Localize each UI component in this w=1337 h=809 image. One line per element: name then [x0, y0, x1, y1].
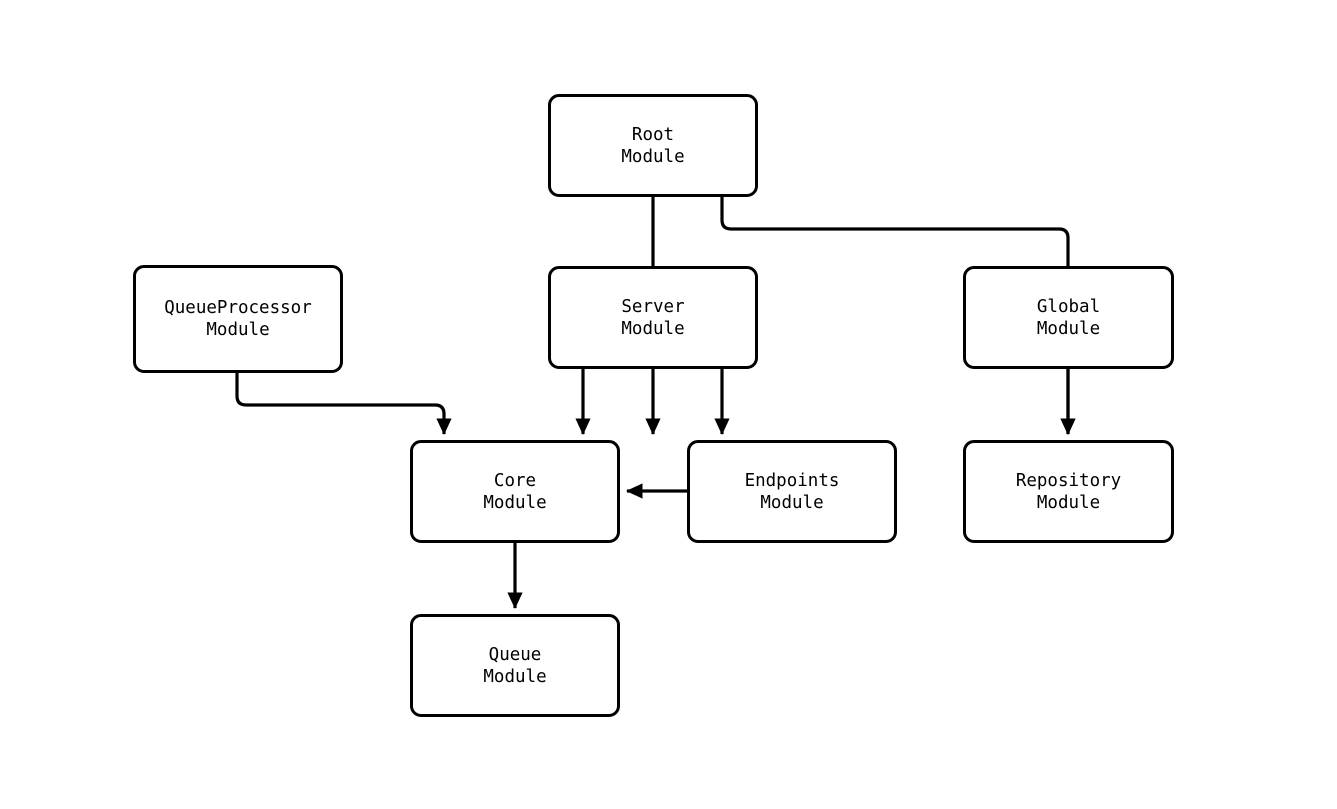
- edge-queueprocessor-core: [235, 373, 452, 435]
- node-repository-suffix: Module: [1036, 492, 1101, 513]
- node-core-name: Core: [493, 470, 537, 491]
- node-queue-name: Queue: [488, 644, 542, 665]
- node-root[interactable]: Root Module: [548, 94, 758, 197]
- node-global-name: Global: [1036, 296, 1101, 317]
- node-global[interactable]: Global Module: [963, 266, 1174, 369]
- node-server-suffix: Module: [621, 318, 685, 339]
- node-endpoints-name: Endpoints: [744, 470, 840, 491]
- node-queueprocessor-suffix: Module: [206, 320, 270, 340]
- node-server[interactable]: Server Module: [548, 266, 758, 369]
- node-core[interactable]: Core Module: [410, 440, 620, 543]
- node-endpoints[interactable]: Endpoints Module: [687, 440, 897, 543]
- node-server-name: Server: [621, 296, 685, 317]
- node-queueprocessor[interactable]: QueueProcessor Module: [133, 265, 343, 373]
- node-root-suffix: Module: [621, 146, 685, 167]
- node-global-suffix: Module: [1036, 318, 1101, 339]
- node-core-suffix: Module: [483, 492, 547, 513]
- node-queue[interactable]: Queue Module: [410, 614, 620, 717]
- node-endpoints-suffix: Module: [760, 492, 824, 513]
- node-queueprocessor-name: QueueProcessor: [164, 298, 312, 318]
- node-repository[interactable]: Repository Module: [963, 440, 1174, 543]
- node-queue-suffix: Module: [483, 666, 547, 687]
- node-root-name: Root: [631, 124, 675, 145]
- node-repository-name: Repository: [1015, 470, 1122, 491]
